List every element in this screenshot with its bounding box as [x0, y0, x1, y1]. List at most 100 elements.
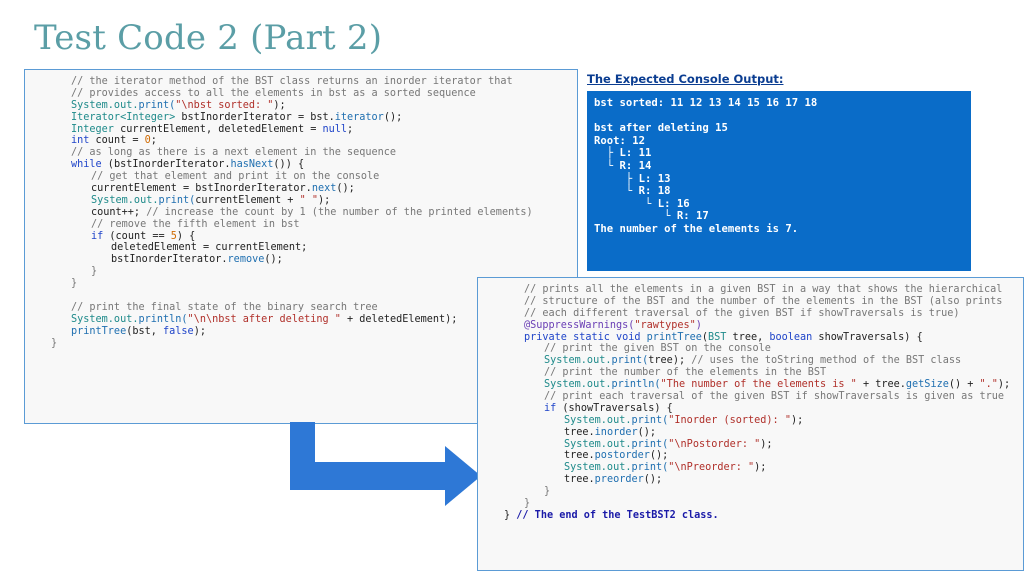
code-line: tree.inorder(); [478, 427, 1023, 439]
code-token: (); [637, 426, 657, 438]
code-token: // each different traversal of the given… [524, 307, 960, 319]
code-token: ); [790, 414, 804, 426]
code-token: ) { [176, 230, 196, 242]
code-token: Integer [71, 123, 114, 135]
code-line: // as long as there is a next element in… [25, 147, 577, 159]
code-token: bstInorderIterator = bst. [175, 111, 335, 123]
code-token: tree. [564, 474, 595, 486]
code-token: ); [193, 325, 206, 337]
code-token: print( [158, 194, 196, 206]
code-token: // The end of the TestBST2 class. [516, 509, 719, 521]
code-token: print( [631, 414, 669, 426]
code-token: System.out. [564, 462, 632, 474]
code-line: @SuppressWarnings("rawtypes") [478, 320, 1023, 332]
code-line: int count = 0; [25, 135, 577, 147]
code-line: printTree(bst, false); [25, 326, 577, 338]
code-token: "\nPostorder: " [668, 438, 761, 450]
code-line: private static void printTree(BST tree, … [478, 332, 1023, 344]
code-token: ); [273, 99, 286, 111]
code-token: // uses the toString method of the BST c… [691, 355, 962, 367]
code-token: 0 [144, 135, 151, 147]
code-token: ()) { [273, 159, 305, 171]
code-token: // as long as there is a next element in… [71, 147, 397, 159]
code-line: System.out.print("\nbst sorted: "); [25, 100, 577, 112]
code-line: tree.preorder(); [478, 474, 1023, 486]
code-line: System.out.println("\n\nbst after deleti… [25, 314, 577, 326]
code-line: tree.postorder(); [478, 450, 1023, 462]
code-token: next [311, 183, 337, 195]
code-line: Iterator<Integer> bstInorderIterator = b… [25, 112, 577, 124]
code-token: } [504, 509, 517, 521]
code-token: tree, [726, 331, 770, 343]
slide-title: Test Code 2 (Part 2) [34, 18, 383, 58]
code-line: count++; // increase the count by 1 (the… [25, 207, 577, 219]
code-line: // prints all the elements in a given BS… [478, 284, 1023, 296]
code-token: ); [997, 379, 1011, 391]
console-line: bst after deleting 15 [594, 122, 728, 135]
code-line: // remove the fifth element in bst [25, 219, 577, 231]
code-line: } [25, 278, 577, 290]
code-token: (bst, [126, 325, 164, 337]
code-token: ; [347, 123, 354, 135]
code-token: ) [695, 319, 702, 331]
code-token: print( [138, 99, 176, 111]
code-line: System.out.print(tree); // uses the toSt… [478, 355, 1023, 367]
code-token: if [91, 230, 104, 242]
code-token: + tree. [856, 379, 906, 391]
console-line: ├ L: 11 [594, 147, 652, 160]
code-token: "rawtypes" [634, 319, 696, 331]
console-line [594, 110, 971, 123]
code-token: bstInorderIterator. [111, 254, 228, 266]
code-token: inorder [594, 426, 638, 438]
code-token: getSize [905, 379, 949, 391]
code-token: remove [227, 254, 265, 266]
code-token: "The number of the elements is " [660, 379, 857, 391]
code-block-print-tree: // prints all the elements in a given BS… [477, 277, 1024, 571]
bent-arrow-icon [290, 422, 481, 506]
code-token: printTree [71, 325, 127, 337]
code-token: print( [631, 438, 669, 450]
code-token: System.out. [564, 438, 632, 450]
code-token: (bstInorderIterator. [101, 159, 231, 171]
code-token: } [524, 498, 531, 510]
code-token: postorder [594, 450, 650, 462]
code-token: ( [701, 331, 709, 343]
code-token: count = [89, 135, 145, 147]
code-line: if (showTraversals) { [478, 403, 1023, 415]
code-line: if (count == 5) { [25, 231, 577, 243]
code-token: @SuppressWarnings( [524, 319, 635, 331]
code-token: iterator [334, 111, 384, 123]
code-token: // remove the fifth element in bst [91, 218, 300, 230]
code-line: // provides access to all the elements i… [25, 88, 577, 100]
code-token: tree. [564, 426, 595, 438]
code-token: hasNext [230, 159, 274, 171]
code-token: ); [317, 194, 331, 206]
code-token: System.out. [91, 194, 159, 206]
code-token: currentElement + [195, 194, 300, 206]
code-token: // increase the count by 1 (the number o… [146, 206, 533, 218]
code-token: tree. [564, 450, 595, 462]
code-token: null [322, 123, 348, 135]
code-token: (); [264, 254, 283, 266]
code-token: System.out. [564, 414, 632, 426]
arrow-shape [290, 422, 481, 506]
code-token: false [163, 325, 194, 337]
code-token: (count == [103, 230, 171, 242]
code-token: (); [649, 450, 669, 462]
code-line: currentElement = bstInorderIterator.next… [25, 183, 577, 195]
code-token: // provides access to all the elements i… [71, 87, 476, 99]
code-line: System.out.print("\nPostorder: "); [478, 439, 1023, 451]
code-token: while [71, 159, 102, 171]
code-token: + deletedElement); [340, 313, 458, 325]
code-token: count++; [91, 206, 147, 218]
code-token: // prints all the elements in a given BS… [524, 284, 1003, 295]
console-line: └ L: 16 [594, 197, 690, 210]
code-token: // print each traversal of the given BST… [544, 391, 1005, 403]
code-token: print( [611, 355, 649, 367]
code-line: bstInorderIterator.remove(); [25, 254, 577, 266]
code-token: (showTraversals) { [556, 402, 673, 414]
code-token: private static void [524, 331, 647, 343]
code-token: int [71, 135, 90, 147]
code-line: } [25, 338, 577, 350]
